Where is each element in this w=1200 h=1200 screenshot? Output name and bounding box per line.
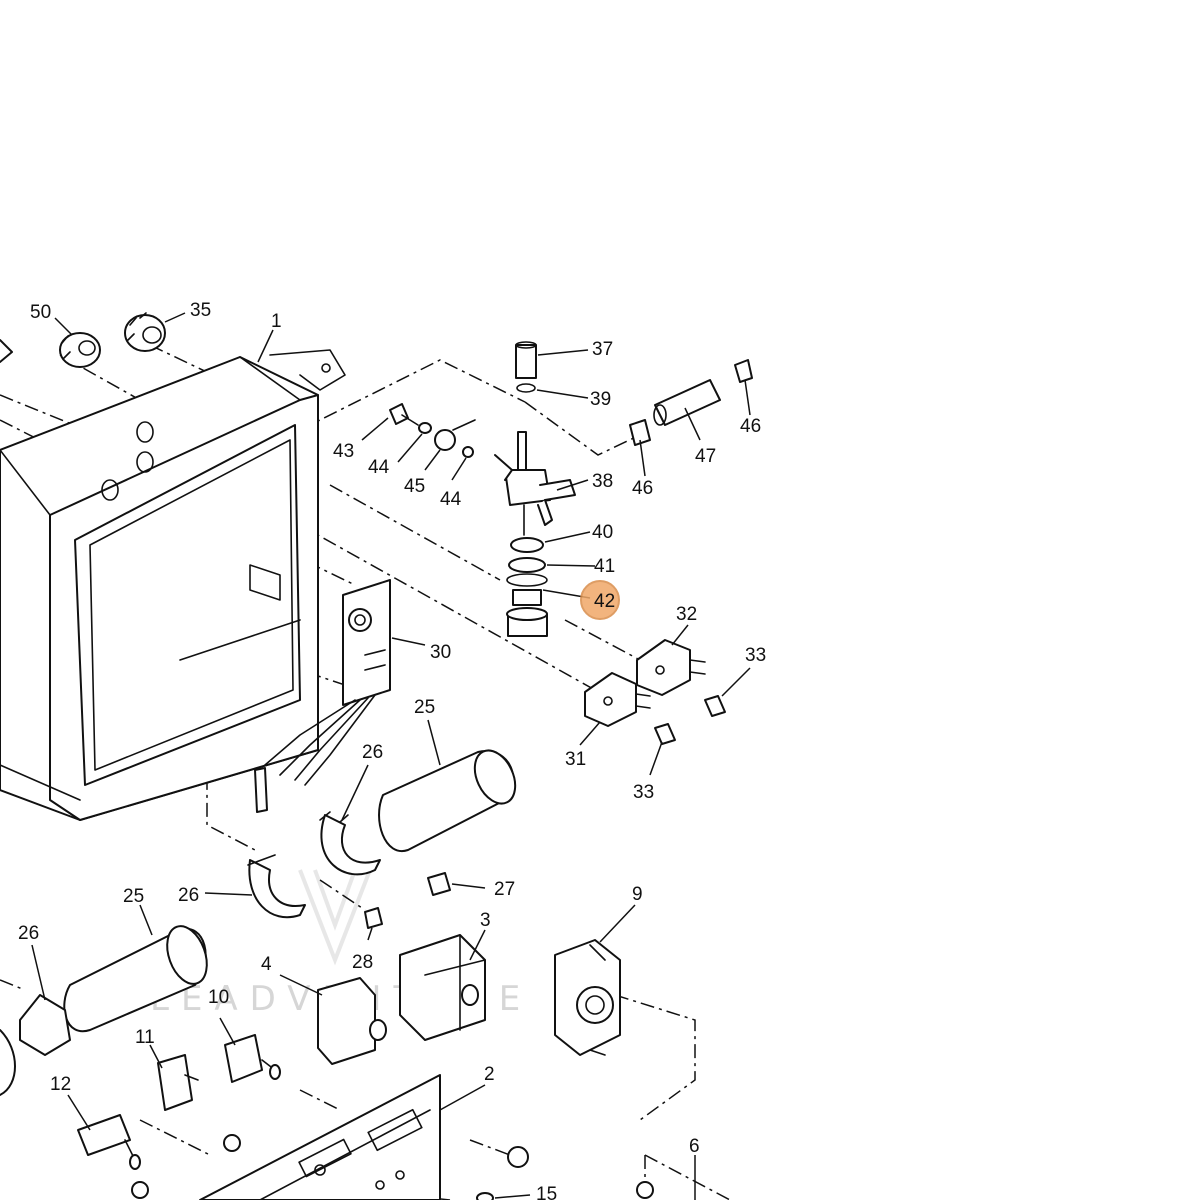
fuel-cock-assembly (494, 341, 576, 637)
leader-lines (31, 312, 751, 1200)
callout-42[interactable]: 42 (594, 591, 615, 612)
callout-44-right[interactable]: 44 (440, 489, 462, 510)
switch-12 (77, 1114, 141, 1170)
screw-28 (364, 907, 383, 929)
callout-38[interactable]: 38 (592, 471, 613, 492)
nut-misc (131, 1134, 654, 1200)
callout-33-upper[interactable]: 33 (745, 645, 766, 666)
callout-43[interactable]: 43 (333, 441, 354, 462)
main-cover-frame (0, 349, 346, 821)
receptacle-32 (636, 639, 706, 696)
callout-3[interactable]: 3 (480, 910, 491, 931)
callout-10[interactable]: 10 (208, 987, 229, 1008)
callout-50[interactable]: 50 (30, 302, 51, 323)
screw-33 (654, 695, 726, 745)
callout-26-middle[interactable]: 26 (178, 885, 199, 906)
callout-41[interactable]: 41 (594, 556, 615, 577)
clamp-26-middle (247, 854, 306, 919)
front-panel-2 (199, 1074, 441, 1200)
callout-6[interactable]: 6 (689, 1136, 700, 1157)
terminal-board-30 (254, 579, 391, 813)
receptacle-9 (554, 939, 621, 1056)
callout-35[interactable]: 35 (190, 300, 211, 321)
callout-30[interactable]: 30 (430, 642, 451, 663)
callout-15[interactable]: 15 (536, 1184, 557, 1200)
callout-25-upper[interactable]: 25 (414, 697, 435, 718)
callout-47[interactable]: 47 (695, 446, 716, 467)
callout-37[interactable]: 37 (592, 339, 613, 360)
o-ring-42 (512, 589, 542, 606)
callout-44-left[interactable]: 44 (368, 457, 390, 478)
capacitor-25-lower (63, 925, 208, 1033)
grommet-50 (59, 332, 101, 368)
circuit-breaker-4 (317, 977, 387, 1065)
callout-26-upper[interactable]: 26 (362, 742, 383, 763)
circuit-breaker-3 (399, 934, 486, 1041)
screw-27 (427, 872, 451, 896)
callout-46-right[interactable]: 46 (740, 416, 761, 437)
mount-screws (389, 403, 476, 458)
fuel-hose (629, 359, 753, 446)
callout-28[interactable]: 28 (352, 952, 373, 973)
clamp-26-upper (319, 811, 381, 876)
capacitor-25-upper (378, 749, 517, 853)
callout-9[interactable]: 9 (632, 884, 643, 905)
clip-left (0, 339, 13, 363)
callout-45[interactable]: 45 (404, 476, 425, 497)
callout-25-lower[interactable]: 25 (123, 886, 144, 907)
callout-26-lower[interactable]: 26 (18, 923, 39, 944)
callout-40[interactable]: 40 (592, 522, 613, 543)
callout-39[interactable]: 39 (590, 389, 611, 410)
gasket-41 (508, 557, 546, 573)
o-ring-39 (516, 383, 536, 393)
watermark-logo (298, 869, 372, 966)
callout-46-left[interactable]: 46 (632, 478, 653, 499)
filter-cap-37 (515, 344, 537, 379)
strainer-40 (510, 537, 544, 553)
callout-2[interactable]: 2 (484, 1064, 495, 1085)
callout-4[interactable]: 4 (261, 954, 272, 975)
switch-10 (224, 1034, 281, 1083)
callout-27[interactable]: 27 (494, 879, 515, 900)
callout-11[interactable]: 11 (135, 1027, 155, 1048)
receptacle-31 (584, 672, 651, 727)
callout-1[interactable]: 1 (271, 311, 282, 332)
highlight-marker-42[interactable] (580, 580, 620, 620)
grommet-35 (124, 312, 166, 352)
clamp-26-lower (0, 994, 71, 1096)
callout-12[interactable]: 12 (50, 1074, 71, 1095)
callout-32[interactable]: 32 (676, 604, 697, 625)
switch-11 (157, 1054, 199, 1111)
callout-31[interactable]: 31 (565, 749, 586, 770)
callout-33-lower[interactable]: 33 (633, 782, 654, 803)
callout-numbers: 50 35 1 37 39 43 44 45 44 46 46 47 38 40… (18, 300, 766, 1200)
